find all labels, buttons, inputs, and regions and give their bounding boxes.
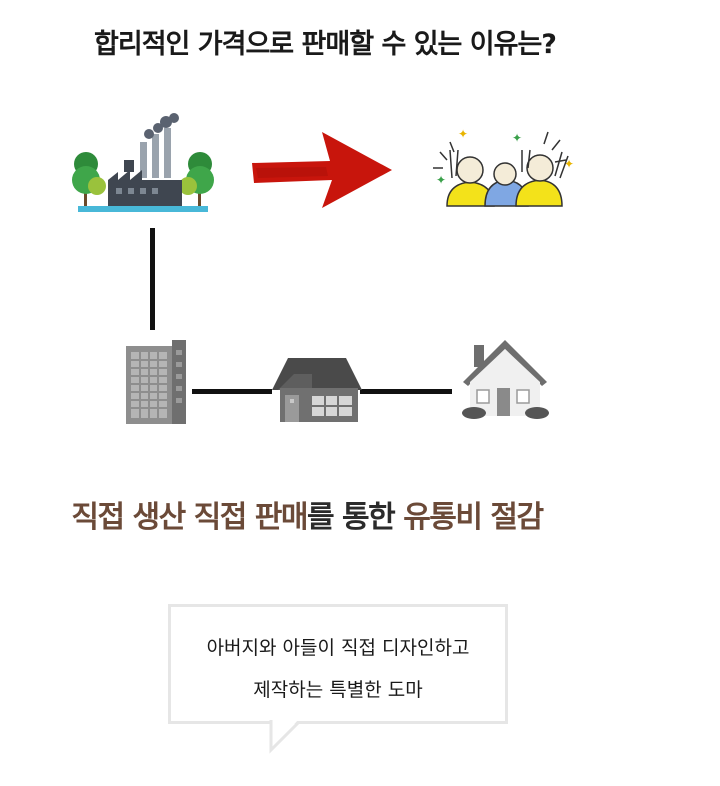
- factory-icon: [72, 113, 214, 212]
- svg-text:✦: ✦: [564, 157, 574, 171]
- connector-building-store: [192, 389, 272, 394]
- bubble-line-2: 제작하는 특별한 도마: [253, 679, 423, 701]
- bubble-text: 아버지와 아들이 직접 디자인하고 제작하는 특별한 도마: [171, 627, 505, 711]
- store-icon: [272, 358, 362, 422]
- red-arrow-icon: [252, 132, 392, 208]
- office-building-icon: [126, 340, 186, 424]
- speech-bubble: 아버지와 아들이 직접 디자인하고 제작하는 특별한 도마: [168, 604, 508, 724]
- svg-text:✦: ✦: [512, 131, 522, 145]
- svg-text:✦: ✦: [436, 173, 446, 187]
- summary-cost-saving: 유통비 절감: [403, 500, 544, 535]
- svg-text:✦: ✦: [458, 127, 468, 141]
- house-icon: [462, 340, 549, 419]
- happy-customers-icon: ✦ ✦ ✦ ✦: [433, 127, 574, 207]
- summary-heading: 직접 생산 직접 판매를 통한 유통비 절감: [0, 492, 614, 536]
- speech-bubble-tail: [269, 720, 300, 754]
- connector-store-house: [360, 389, 452, 394]
- page-title: 합리적인 가격으로 판매할 수 있는 이유는?: [94, 29, 557, 60]
- summary-direct-trade: 직접 생산 직접 판매: [71, 500, 308, 535]
- bubble-line-1: 아버지와 아들이 직접 디자인하고: [206, 637, 470, 659]
- connector-vertical: [150, 228, 155, 330]
- summary-connector: 를 통한: [306, 500, 404, 535]
